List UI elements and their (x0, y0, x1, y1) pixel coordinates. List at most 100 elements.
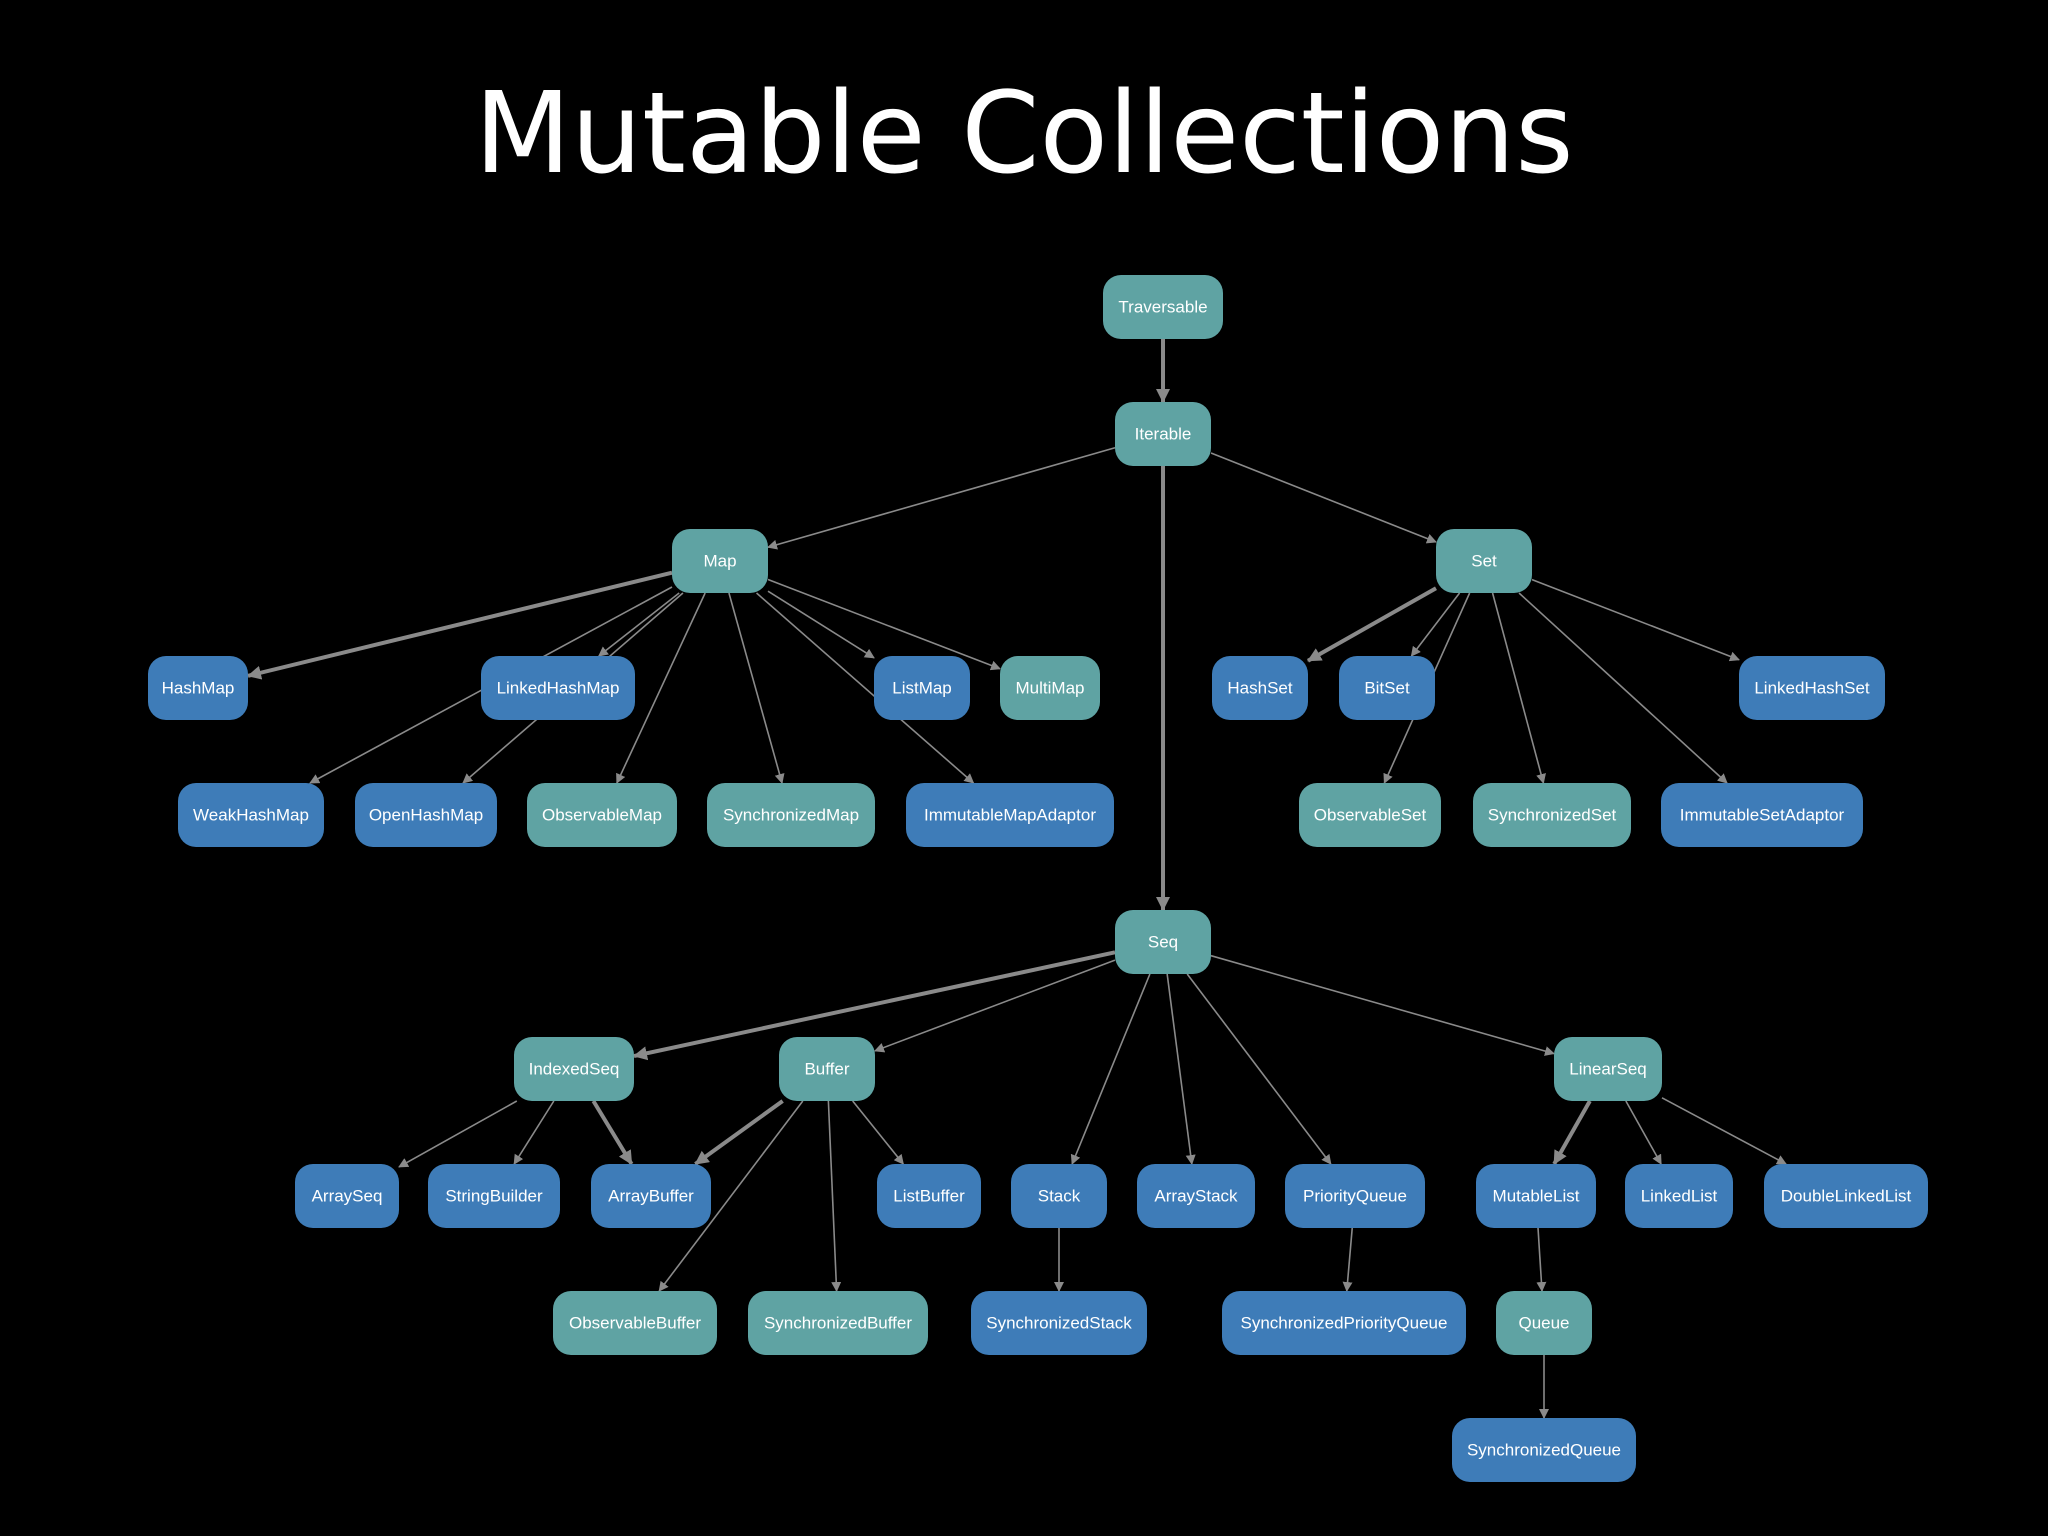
node-synchronizedmap: SynchronizedMap (707, 783, 875, 847)
node-box-arraybuffer (591, 1164, 711, 1228)
node-label-synchronizedbuffer: SynchronizedBuffer (764, 1314, 912, 1333)
node-box-seq (1115, 910, 1211, 974)
node-label-priorityqueue: PriorityQueue (1303, 1187, 1407, 1206)
node-label-queue: Queue (1518, 1314, 1569, 1333)
node-listbuffer: ListBuffer (877, 1164, 981, 1228)
node-synchronizedqueue: SynchronizedQueue (1452, 1418, 1636, 1482)
edge-map-to-observablemap (616, 592, 706, 784)
node-label-stringbuilder: StringBuilder (445, 1187, 543, 1206)
node-box-observablebuffer (553, 1291, 717, 1355)
slide-title: Mutable Collections (474, 69, 1574, 199)
node-label-traversable: Traversable (1118, 298, 1207, 317)
node-arraystack: ArrayStack (1137, 1164, 1255, 1228)
edge-seq-to-arraystack (1166, 973, 1196, 1165)
node-listmap: ListMap (874, 656, 970, 720)
edge-linearseq-to-mutablelist (1552, 1100, 1592, 1165)
node-label-linkedlist: LinkedList (1641, 1187, 1718, 1206)
node-box-synchronizedstack (971, 1291, 1147, 1355)
node-box-multimap (1000, 656, 1100, 720)
edge-map-to-hashmap (247, 570, 673, 680)
node-observablebuffer: ObservableBuffer (553, 1291, 717, 1355)
node-linkedhashset: LinkedHashSet (1739, 656, 1885, 720)
node-label-linkedhashset: LinkedHashSet (1754, 679, 1870, 698)
node-linkedlist: LinkedList (1625, 1164, 1733, 1228)
node-iterable: Iterable (1115, 402, 1211, 466)
edge-indexedseq-to-arraybuffer (591, 1099, 634, 1166)
edge-map-to-immutablemapadaptor (756, 592, 975, 784)
node-box-immutablesetadaptor (1661, 783, 1863, 847)
node-weakhashmap: WeakHashMap (178, 783, 324, 847)
node-label-map: Map (703, 552, 736, 571)
edge-iterable-to-set (1210, 452, 1437, 544)
node-priorityqueue: PriorityQueue (1285, 1164, 1425, 1228)
node-label-synchronizedstack: SynchronizedStack (986, 1314, 1132, 1333)
node-box-priorityqueue (1285, 1164, 1425, 1228)
node-queue: Queue (1496, 1291, 1592, 1355)
node-label-listbuffer: ListBuffer (893, 1187, 965, 1206)
node-label-observablemap: ObservableMap (542, 806, 662, 825)
node-box-bitset (1339, 656, 1435, 720)
node-linkedhashmap: LinkedHashMap (481, 656, 635, 720)
node-label-observablebuffer: ObservableBuffer (569, 1314, 701, 1333)
node-box-synchronizedbuffer (748, 1291, 928, 1355)
node-hashset: HashSet (1212, 656, 1308, 720)
node-synchronizedstack: SynchronizedStack (971, 1291, 1147, 1355)
edge-buffer-to-listbuffer (852, 1100, 904, 1165)
edge-set-to-synchronizedset (1491, 592, 1546, 784)
edge-buffer-to-observablebuffer (658, 1100, 804, 1292)
edge-priorityqueue-to-synchronizedpriorityqueue (1342, 1227, 1354, 1292)
node-box-doublelinkedlist (1764, 1164, 1928, 1228)
node-label-synchronizedset: SynchronizedSet (1488, 806, 1617, 825)
node-box-hashmap (148, 656, 248, 720)
node-label-multimap: MultiMap (1016, 679, 1085, 698)
node-linearseq: LinearSeq (1554, 1037, 1662, 1101)
node-box-queue (1496, 1291, 1592, 1355)
edge-map-to-listmap (767, 590, 875, 659)
node-label-synchronizedpriorityqueue: SynchronizedPriorityQueue (1241, 1314, 1448, 1333)
node-label-synchronizedmap: SynchronizedMap (723, 806, 859, 825)
node-box-weakhashmap (178, 783, 324, 847)
node-box-indexedseq (514, 1037, 634, 1101)
node-label-indexedseq: IndexedSeq (529, 1060, 620, 1079)
node-box-iterable (1115, 402, 1211, 466)
node-box-observablemap (527, 783, 677, 847)
node-synchronizedset: SynchronizedSet (1473, 783, 1631, 847)
node-observablemap: ObservableMap (527, 783, 677, 847)
node-label-weakhashmap: WeakHashMap (193, 806, 309, 825)
node-arrayseq: ArraySeq (295, 1164, 399, 1228)
node-set: Set (1436, 529, 1532, 593)
edge-iterable-to-map (767, 446, 1116, 550)
edge-buffer-to-synchronizedbuffer (827, 1100, 842, 1292)
node-label-synchronizedqueue: SynchronizedQueue (1467, 1441, 1621, 1460)
node-indexedseq: IndexedSeq (514, 1037, 634, 1101)
node-label-hashset: HashSet (1227, 679, 1292, 698)
edge-set-to-linkedhashset (1531, 578, 1740, 662)
node-box-mutablelist (1476, 1164, 1596, 1228)
edge-seq-to-priorityqueue (1186, 973, 1332, 1165)
edge-map-to-multimap (767, 578, 1001, 671)
node-synchronizedpriorityqueue: SynchronizedPriorityQueue (1222, 1291, 1466, 1355)
edge-seq-to-linearseq (1210, 954, 1555, 1056)
node-box-arrayseq (295, 1164, 399, 1228)
node-label-bitset: BitSet (1364, 679, 1410, 698)
node-label-listmap: ListMap (892, 679, 952, 698)
edge-seq-to-stack (1070, 973, 1151, 1165)
node-box-map (672, 529, 768, 593)
edge-linearseq-to-doublelinkedlist (1661, 1097, 1787, 1165)
node-label-arraystack: ArrayStack (1154, 1187, 1238, 1206)
node-box-listbuffer (877, 1164, 981, 1228)
node-immutablemapadaptor: ImmutableMapAdaptor (906, 783, 1114, 847)
node-box-synchronizedmap (707, 783, 875, 847)
node-box-set (1436, 529, 1532, 593)
node-multimap: MultiMap (1000, 656, 1100, 720)
node-observableset: ObservableSet (1299, 783, 1441, 847)
node-label-immutablemapadaptor: ImmutableMapAdaptor (924, 806, 1096, 825)
node-label-mutablelist: MutableList (1493, 1187, 1580, 1206)
edge-map-to-linkedhashmap (598, 592, 680, 657)
edge-buffer-to-arraybuffer (694, 1099, 784, 1166)
node-mutablelist: MutableList (1476, 1164, 1596, 1228)
edge-linearseq-to-linkedlist (1625, 1100, 1662, 1165)
edge-map-to-synchronizedmap (728, 592, 785, 784)
node-label-stack: Stack (1038, 1187, 1081, 1206)
